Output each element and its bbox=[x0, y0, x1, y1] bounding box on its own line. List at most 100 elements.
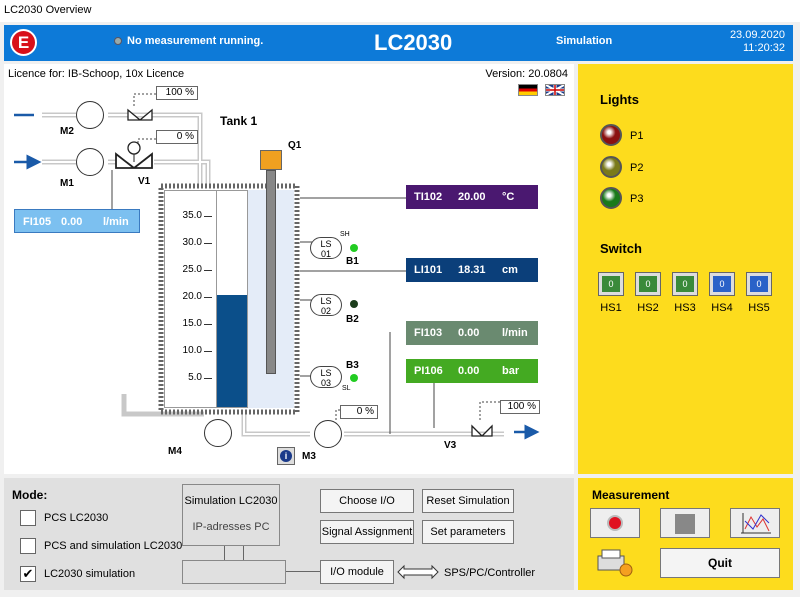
switch-hs1-label: HS1 bbox=[600, 302, 622, 314]
logo: E bbox=[10, 29, 37, 56]
switch-hs4[interactable]: 0 bbox=[709, 272, 735, 296]
status-text: No measurement running. bbox=[127, 35, 264, 47]
sim-box: Simulation LC2030 IP-adresses PC bbox=[182, 484, 280, 546]
info-icon: i bbox=[280, 450, 292, 462]
lamp-p3-label: P3 bbox=[630, 193, 644, 205]
mode-label: Simulation bbox=[556, 35, 613, 47]
valve-m2-icon bbox=[127, 108, 153, 121]
sim-box-sub: IP-adresses PC bbox=[192, 521, 270, 533]
app-title: LC2030 bbox=[374, 30, 453, 55]
scale-tick: 25.0 bbox=[183, 264, 212, 275]
print-settings-button[interactable] bbox=[590, 548, 640, 578]
b3-label: B3 bbox=[346, 360, 359, 371]
switch-hs4-label: HS4 bbox=[711, 302, 733, 314]
switch-hs2[interactable]: 0 bbox=[635, 272, 661, 296]
level-fill bbox=[217, 294, 247, 407]
m3-label: M3 bbox=[302, 451, 316, 462]
record-icon bbox=[607, 515, 623, 531]
q1-label: Q1 bbox=[288, 140, 302, 151]
measurement-panel: Measurement Quit bbox=[578, 478, 793, 590]
chart-button[interactable] bbox=[730, 508, 780, 538]
tank-scale: 35.0 30.0 25.0 20.0 15.0 10.0 5.0 bbox=[170, 204, 212, 404]
lights-title: Lights bbox=[600, 92, 639, 107]
switch-title: Switch bbox=[600, 241, 642, 256]
mode-panel: Mode: PCS LC2030 PCS and simulation LC20… bbox=[4, 478, 574, 590]
choose-io-button[interactable]: Choose I/O bbox=[320, 489, 414, 513]
switch-hs3[interactable]: 0 bbox=[672, 272, 698, 296]
scale-tick: 30.0 bbox=[183, 237, 212, 248]
date: 23.09.2020 bbox=[729, 29, 785, 41]
mode-pcs-checkbox[interactable] bbox=[20, 510, 36, 526]
process-diagram: Licence for: IB-Schoop, 10x Licence Vers… bbox=[4, 64, 574, 474]
motor-m3-icon[interactable] bbox=[314, 420, 342, 448]
pump-m3-percent: 0 % bbox=[340, 405, 378, 419]
controller-label: SPS/PC/Controller bbox=[444, 567, 536, 579]
uk-flag-icon[interactable] bbox=[545, 84, 565, 96]
scale-tick: 5.0 bbox=[188, 372, 212, 383]
valve-v3-percent: 100 % bbox=[500, 400, 540, 414]
switch-hs5-label: HS5 bbox=[748, 302, 770, 314]
mode-title: Mode: bbox=[12, 488, 48, 502]
lamp-p2-icon bbox=[600, 156, 622, 178]
b2-label: B2 bbox=[346, 314, 359, 325]
m2-label: M2 bbox=[60, 126, 74, 137]
switch-hs3-label: HS3 bbox=[674, 302, 696, 314]
window-title: LC2030 Overview bbox=[0, 0, 800, 22]
b1-led-icon bbox=[350, 244, 358, 252]
b2-led-icon bbox=[350, 300, 358, 308]
ls03-sub: SL bbox=[342, 385, 351, 392]
m4-label: M4 bbox=[168, 446, 182, 457]
v1-label: V1 bbox=[138, 176, 151, 187]
io-module-button[interactable]: I/O module bbox=[320, 560, 394, 584]
datetime: 23.09.2020 11:20:32 bbox=[730, 29, 785, 55]
signal-assignment-button[interactable]: Signal Assignment bbox=[320, 520, 414, 544]
sim-box-title: Simulation LC2030 bbox=[184, 495, 278, 507]
version-text: Version: 20.0804 bbox=[485, 68, 568, 80]
mode-pcs-sim-checkbox[interactable] bbox=[20, 538, 36, 554]
motor-m4-icon[interactable] bbox=[204, 419, 232, 447]
mode-sim-checkbox[interactable]: ✔ bbox=[20, 566, 36, 582]
licence-text: Licence for: IB-Schoop, 10x Licence bbox=[8, 68, 185, 80]
record-button[interactable] bbox=[590, 508, 640, 538]
stop-button[interactable] bbox=[660, 508, 710, 538]
connector bbox=[224, 546, 244, 560]
motor-m2-icon[interactable] bbox=[76, 101, 104, 129]
v3-label: V3 bbox=[444, 440, 457, 451]
tank-label: Tank 1 bbox=[220, 114, 258, 128]
switch-hs1[interactable]: 0 bbox=[598, 272, 624, 296]
scale-tick: 15.0 bbox=[183, 318, 212, 329]
set-parameters-button[interactable]: Set parameters bbox=[422, 520, 514, 544]
mode-sim-label: LC2030 simulation bbox=[44, 568, 136, 580]
bus-line bbox=[286, 571, 320, 572]
status-indicator-icon bbox=[114, 37, 122, 45]
scale-tick: 35.0 bbox=[183, 210, 212, 221]
heater-q1-icon[interactable] bbox=[260, 150, 282, 170]
german-flag-icon[interactable] bbox=[518, 84, 538, 96]
valve-m2-percent: 100 % bbox=[156, 86, 198, 100]
info-button[interactable]: i bbox=[277, 447, 295, 465]
scale-tick: 10.0 bbox=[183, 345, 212, 356]
b3-led-icon bbox=[350, 374, 358, 382]
mode-pcs-label: PCS LC2030 bbox=[44, 512, 109, 524]
lamp-p2-label: P2 bbox=[630, 162, 644, 174]
reset-simulation-button[interactable]: Reset Simulation bbox=[422, 489, 514, 513]
pipe-network bbox=[14, 93, 540, 440]
stop-icon bbox=[675, 514, 695, 534]
lamp-p3-icon bbox=[600, 187, 622, 209]
io-bus bbox=[182, 560, 286, 584]
switch-hs5[interactable]: 0 bbox=[746, 272, 772, 296]
double-arrow-icon bbox=[397, 564, 439, 580]
scale-tick: 20.0 bbox=[183, 291, 212, 302]
motor-m1-icon[interactable] bbox=[76, 148, 104, 176]
printer-gear-icon bbox=[597, 549, 633, 577]
lamp-p1-label: P1 bbox=[630, 130, 644, 142]
quit-button[interactable]: Quit bbox=[660, 548, 780, 578]
valve-v1-percent: 0 % bbox=[156, 130, 198, 144]
